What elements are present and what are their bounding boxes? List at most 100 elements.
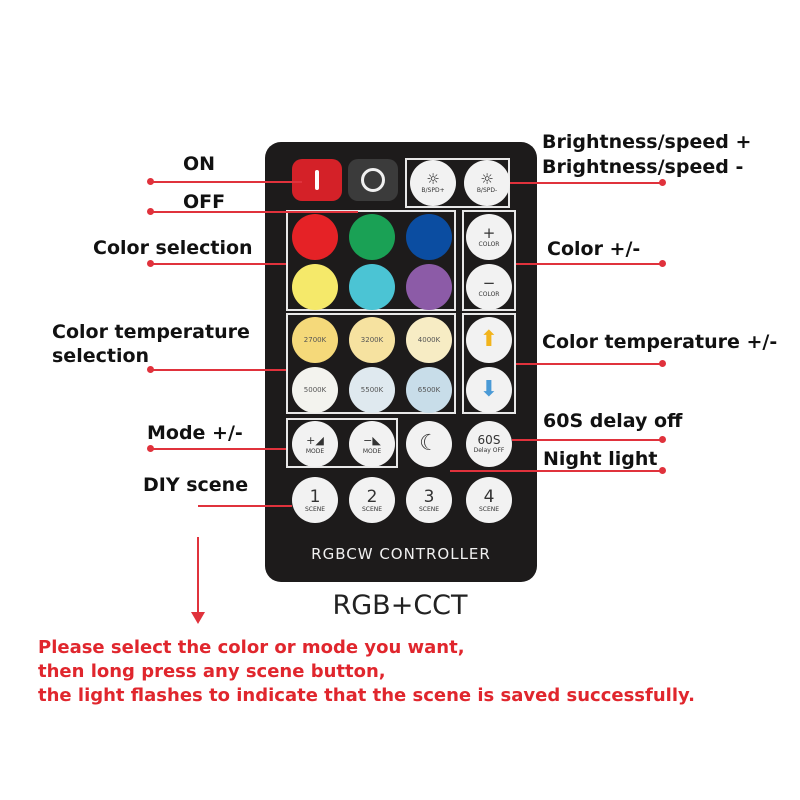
mode-plus-sublabel: MODE bbox=[305, 448, 325, 455]
brightness-up-sublabel: B/SPD+ bbox=[421, 187, 445, 194]
temp-label: 5500K bbox=[360, 386, 384, 394]
color-pm-frame bbox=[462, 210, 516, 311]
sun-icon: ☼ bbox=[480, 170, 494, 188]
pointer-dot-color-pm bbox=[659, 260, 666, 267]
color-button-purple[interactable] bbox=[406, 264, 452, 310]
pointer-line-mode bbox=[150, 448, 286, 450]
color-plus-sublabel: COLOR bbox=[478, 241, 500, 248]
minus-icon: − bbox=[482, 274, 496, 292]
scene-sublabel: SCENE bbox=[478, 505, 500, 513]
pointer-line-brightness bbox=[510, 182, 663, 184]
temp-button-6500k[interactable]: 6500K bbox=[406, 367, 452, 413]
scene-sublabel: SCENE bbox=[361, 505, 383, 513]
pointer-line-diy-vertical bbox=[197, 537, 199, 617]
label-color-temp-line1: Color temperature bbox=[52, 321, 250, 343]
pointer-dot-brightness bbox=[659, 179, 666, 186]
sun-icon: ☼ bbox=[426, 170, 440, 188]
note-line-2: then long press any scene button, bbox=[38, 661, 386, 682]
label-brightness-down: Brightness/speed - bbox=[542, 156, 744, 178]
label-mode-pm: Mode +/- bbox=[147, 422, 243, 444]
night-light-button[interactable]: ☾ bbox=[406, 421, 452, 467]
temp-label: 5000K bbox=[303, 386, 327, 394]
color-plus-button[interactable]: + COLOR bbox=[466, 214, 512, 260]
note-line-1: Please select the color or mode you want… bbox=[38, 637, 465, 658]
ramp-up-icon: +◢ bbox=[306, 434, 324, 447]
temp-button-4000k[interactable]: 4000K bbox=[406, 317, 452, 363]
temp-label: 2700K bbox=[303, 336, 327, 344]
delay-off-button[interactable]: 60S Delay OFF bbox=[466, 421, 512, 467]
delay-off-small-label: Delay OFF bbox=[473, 447, 505, 454]
scene-number: 2 bbox=[366, 486, 378, 507]
pointer-line-diy-scene bbox=[198, 505, 292, 507]
brightness-up-button[interactable]: ☼ B/SPD+ bbox=[410, 160, 456, 206]
delay-off-big-label: 60S bbox=[477, 433, 501, 447]
label-brightness-up: Brightness/speed + bbox=[542, 131, 752, 153]
pointer-line-night-light bbox=[450, 470, 663, 472]
temp-button-5500k[interactable]: 5500K bbox=[349, 367, 395, 413]
plus-icon: + bbox=[482, 224, 496, 242]
mode-plus-button[interactable]: +◢ MODE bbox=[292, 421, 338, 467]
power-on-button[interactable] bbox=[292, 159, 342, 201]
mode-minus-button[interactable]: −◣ MODE bbox=[349, 421, 395, 467]
color-button-green[interactable] bbox=[349, 214, 395, 260]
scene-number: 4 bbox=[483, 486, 495, 507]
label-color-selection: Color selection bbox=[93, 237, 253, 259]
mode-minus-sublabel: MODE bbox=[362, 448, 382, 455]
label-diy-scene: DIY scene bbox=[143, 474, 249, 496]
moon-icon: ☾ bbox=[419, 431, 439, 456]
scene-4-button[interactable]: 4 SCENE bbox=[466, 477, 512, 523]
label-color-temp-line2: selection bbox=[52, 345, 150, 367]
color-selection-frame bbox=[286, 210, 456, 311]
scene-2-button[interactable]: 2 SCENE bbox=[349, 477, 395, 523]
color-button-cyan[interactable] bbox=[349, 264, 395, 310]
label-on: ON bbox=[183, 153, 216, 175]
pointer-line-off bbox=[150, 211, 358, 213]
scene-number: 3 bbox=[423, 486, 435, 507]
label-delay-off: 60S delay off bbox=[543, 410, 683, 432]
label-off: OFF bbox=[183, 191, 226, 213]
scene-sublabel: SCENE bbox=[418, 505, 440, 513]
power-on-icon bbox=[315, 170, 319, 190]
pointer-line-delay-off bbox=[512, 439, 663, 441]
temp-button-2700k[interactable]: 2700K bbox=[292, 317, 338, 363]
color-temp-cooler-button[interactable]: ⬇ bbox=[466, 367, 512, 413]
color-temp-pm-frame bbox=[462, 313, 516, 414]
scene-3-button[interactable]: 3 SCENE bbox=[406, 477, 452, 523]
power-off-button[interactable] bbox=[348, 159, 398, 201]
color-button-red[interactable] bbox=[292, 214, 338, 260]
color-minus-button[interactable]: − COLOR bbox=[466, 264, 512, 310]
pointer-line-color-pm bbox=[516, 263, 663, 265]
temp-button-3200k[interactable]: 3200K bbox=[349, 317, 395, 363]
pointer-dot-night-light bbox=[659, 467, 666, 474]
scene-number: 1 bbox=[309, 486, 321, 507]
arrow-up-icon: ⬆ bbox=[479, 327, 499, 352]
product-name: RGB+CCT bbox=[332, 590, 468, 621]
pointer-line-on bbox=[150, 181, 302, 183]
pointer-dot-delay-off bbox=[659, 436, 666, 443]
temp-label: 6500K bbox=[417, 386, 441, 394]
scene-sublabel: SCENE bbox=[304, 505, 326, 513]
color-temp-frame bbox=[286, 313, 456, 414]
temp-label: 3200K bbox=[360, 336, 384, 344]
pointer-line-color-temp-pm bbox=[516, 363, 663, 365]
temp-label: 4000K bbox=[417, 336, 441, 344]
color-button-yellow[interactable] bbox=[292, 264, 338, 310]
scene-1-button[interactable]: 1 SCENE bbox=[292, 477, 338, 523]
controller-title: RGBCW CONTROLLER bbox=[311, 545, 491, 563]
temp-button-5000k[interactable]: 5000K bbox=[292, 367, 338, 413]
pointer-dot-color-temp-pm bbox=[659, 360, 666, 367]
color-button-blue[interactable] bbox=[406, 214, 452, 260]
brightness-down-sublabel: B/SPD- bbox=[476, 187, 498, 194]
label-night-light: Night light bbox=[543, 448, 658, 470]
ramp-down-icon: −◣ bbox=[363, 434, 381, 447]
pointer-line-color-selection bbox=[150, 263, 286, 265]
label-color-pm: Color +/- bbox=[547, 238, 641, 260]
pointer-line-color-temp bbox=[150, 369, 286, 371]
power-off-icon bbox=[361, 168, 385, 192]
color-minus-sublabel: COLOR bbox=[478, 291, 500, 298]
mode-pm-frame bbox=[286, 418, 398, 468]
brightness-down-button[interactable]: ☼ B/SPD- bbox=[464, 160, 510, 206]
arrow-down-pointer bbox=[191, 612, 205, 624]
color-temp-warmer-button[interactable]: ⬆ bbox=[466, 317, 512, 363]
arrow-down-icon: ⬇ bbox=[479, 377, 499, 402]
